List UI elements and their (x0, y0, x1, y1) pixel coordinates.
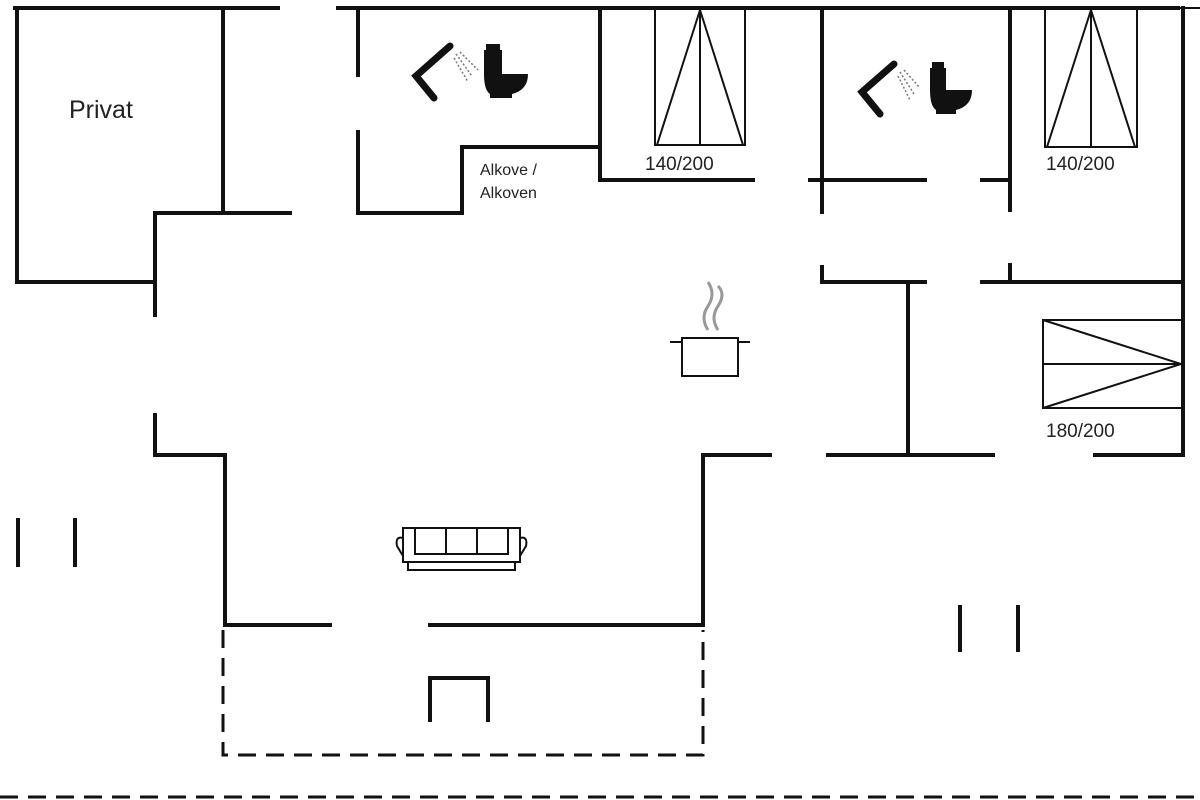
room-label-privat: Privat (69, 96, 133, 124)
bed-3-size: 180/200 (1046, 421, 1115, 442)
cooking-pot-icon (670, 281, 750, 377)
bed-3: 180/200 (1042, 319, 1185, 442)
toilet-icon (484, 44, 528, 98)
terrace-dashed-outline (0, 630, 1200, 799)
bed-2-size: 140/200 (1046, 154, 1115, 175)
bed-1: 140/200 (645, 9, 746, 175)
room-label-alcove-2: Alkoven (480, 185, 537, 202)
shower-icon (411, 42, 479, 102)
shower-icon-2 (857, 60, 921, 118)
toilet-icon-2 (930, 62, 972, 114)
bed-2: 140/200 (1044, 9, 1138, 175)
room-label-alcove-1: Alkove / (480, 162, 537, 179)
sofa-icon (395, 527, 528, 571)
bed-1-size: 140/200 (645, 154, 714, 175)
walls (13, 6, 1200, 722)
